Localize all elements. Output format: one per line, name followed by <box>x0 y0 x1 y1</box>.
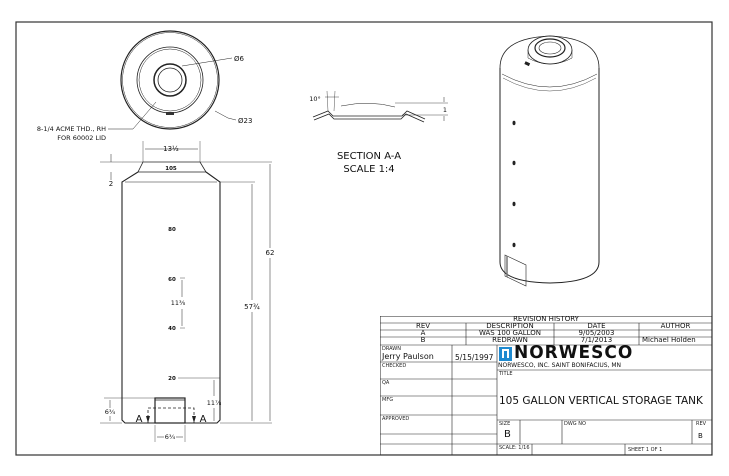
thread-note-1: 8-1/4 ACME THD., RH <box>37 125 106 133</box>
rev-b-author: Michael Holden <box>642 336 696 344</box>
thread-note-2: FOR 60002 LID <box>57 134 106 142</box>
drawn-label: DRAWN <box>382 346 401 352</box>
mark-80: 80 <box>168 227 176 233</box>
outlet-offset-dim: 6¾ <box>105 408 116 416</box>
section-label-right: A <box>200 414 207 425</box>
date-col-header: DATE <box>587 322 606 330</box>
mark-60: 60 <box>168 277 176 283</box>
isometric-view <box>499 35 600 287</box>
drawn-date: 5/15/1997 <box>455 353 494 362</box>
dwg-no-label: DWG NO <box>564 421 586 427</box>
size-label: SIZE <box>499 421 511 427</box>
dia-small-label: Ø6 <box>234 55 245 63</box>
checked-label: CHECKED <box>382 363 407 369</box>
rev-a-date: 9/05/2003 <box>578 329 615 337</box>
rev-b: B <box>420 336 426 344</box>
rev-value: B <box>698 432 703 440</box>
norwesco-logo <box>499 347 512 361</box>
rev-label: REV <box>696 421 707 427</box>
approved-label: APPROVED <box>382 416 410 422</box>
section-angle: 10° <box>309 95 321 103</box>
section-label-left: A <box>136 414 143 425</box>
drawn-by: Jerry Paulson <box>382 352 434 361</box>
title-label: TITLE <box>499 371 513 377</box>
logo-mark-icon <box>502 349 504 358</box>
logo-mark-bar <box>507 349 509 358</box>
mark-spacing-dim: 11⅜ <box>171 299 186 307</box>
company-logo-text: NORWESCO <box>514 342 634 364</box>
rev-b-date: 7/1/2013 <box>580 336 613 344</box>
size-value: B <box>504 429 511 440</box>
sheet-border <box>15 21 713 456</box>
sheet-value: SHEET 1 OF 1 <box>628 447 663 453</box>
outlet-height-dim: 11⅞ <box>207 399 222 407</box>
logo-mark-top <box>502 349 509 351</box>
rev-b-desc: REDRAWN <box>492 336 528 344</box>
overall-height-dim: 62 <box>266 249 275 257</box>
drawing-title: 105 GALLON VERTICAL STORAGE TANK <box>499 395 703 407</box>
section-scale: SCALE 1:4 <box>343 164 394 175</box>
outlet-width-dim: 6¾ <box>165 433 176 441</box>
top-view <box>108 30 237 130</box>
mark-40: 40 <box>168 326 176 332</box>
revision-history-title: REVISION HISTORY <box>513 315 579 323</box>
section-view <box>312 90 448 123</box>
top-width-dim: 13½ <box>163 145 179 153</box>
section-title: SECTION A-A <box>337 151 401 162</box>
company-address: NORWESCO, INC. SAINT BONIFACIUS, MN <box>498 362 622 369</box>
author-col-header: AUTHOR <box>660 322 691 330</box>
body-height-dim: 57¾ <box>244 303 260 311</box>
title-block: REVISION HISTORY REV DESCRIPTION DATE AU… <box>380 315 712 455</box>
top-label: 105 <box>165 166 177 172</box>
dia-large-label: Ø23 <box>238 117 252 125</box>
mark-20: 20 <box>168 376 176 382</box>
rev-a-desc: WAS 100 GALLON <box>478 329 542 337</box>
rev-a: A <box>420 329 426 337</box>
top-offset-dim: 2 <box>109 180 113 188</box>
qa-label: QA <box>382 380 390 386</box>
elevation-view <box>100 141 272 442</box>
section-depth: 1 <box>443 106 447 114</box>
desc-col-header: DESCRIPTION <box>486 322 534 330</box>
rev-col-header: REV <box>415 322 431 330</box>
mfg-label: MFG <box>382 397 394 403</box>
title-block-grid <box>380 316 712 455</box>
scale-value: SCALE: 1/16 <box>499 445 530 451</box>
